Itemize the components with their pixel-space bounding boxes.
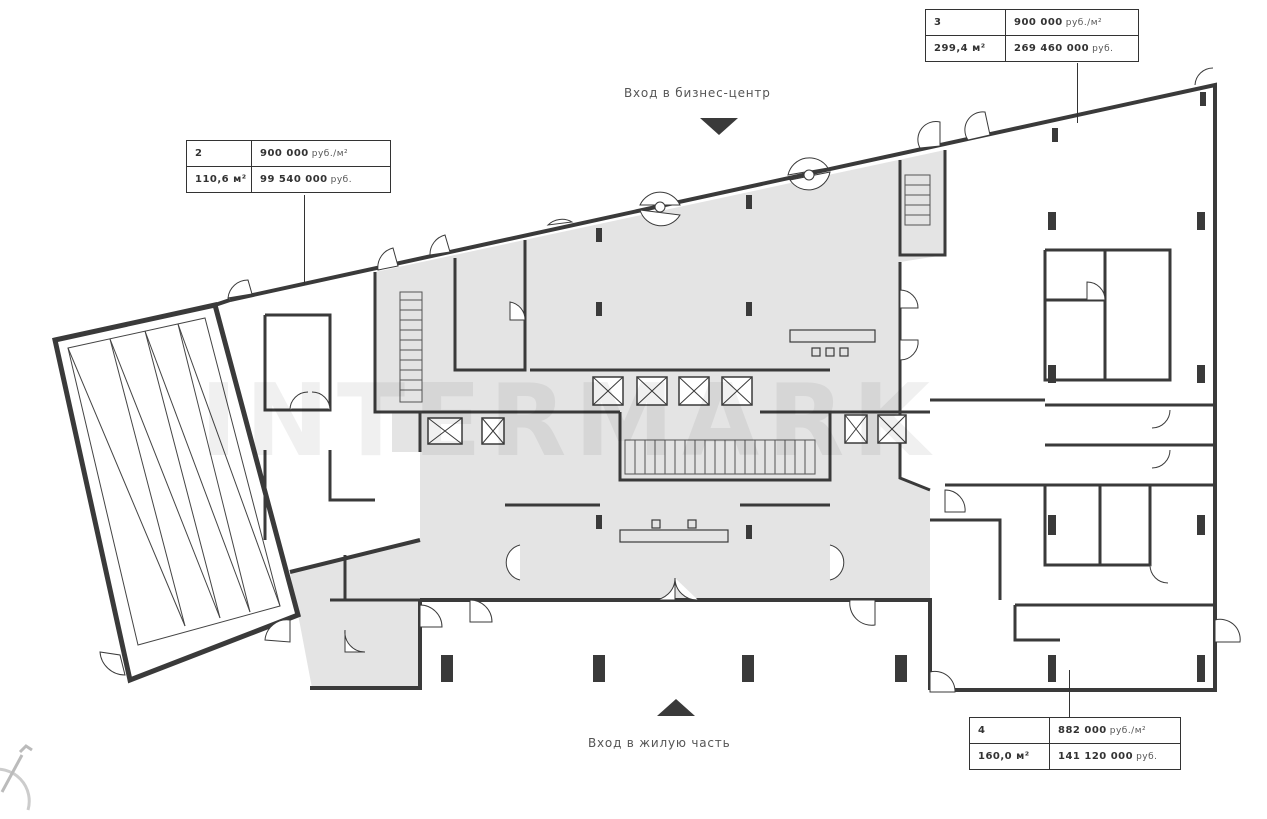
unit-number: 2 (187, 141, 252, 166)
unit-area: 110,6 м² (187, 167, 252, 192)
columns (441, 92, 1206, 682)
total-unit: руб. (1136, 752, 1158, 762)
price-per-m2: 900 000 (1014, 17, 1063, 28)
reception-desks (619, 329, 876, 543)
price-per-m2: 882 000 (1058, 725, 1107, 736)
unit-number: 3 (926, 10, 1006, 35)
price-per-m2: 900 000 (260, 148, 309, 159)
price-unit: руб./м² (1065, 18, 1103, 28)
atrium-glazing (67, 317, 281, 646)
business-center-entrance-label: Вход в бизнес-центр (624, 86, 771, 100)
entrance-arrow-up-icon (657, 699, 695, 716)
elevator-shafts (427, 376, 907, 445)
interior-walls (263, 150, 1215, 642)
unit-number: 4 (970, 718, 1050, 743)
entrance-arrow-down-icon (700, 118, 738, 135)
total-price: 141 120 000 (1058, 751, 1134, 762)
doors (99, 67, 1241, 693)
total-unit: руб. (1092, 44, 1114, 54)
stairs (399, 174, 931, 475)
residential-entrance-label: Вход в жилую часть (588, 736, 731, 750)
building-walls (52, 82, 1217, 692)
total-price: 269 460 000 (1014, 43, 1090, 54)
price-unit: руб./м² (311, 149, 349, 159)
total-price: 99 540 000 (260, 174, 328, 185)
unit-area: 160,0 м² (970, 744, 1050, 769)
price-unit: руб./м² (1109, 726, 1147, 736)
total-unit: руб. (330, 175, 353, 185)
watermark-logo: INTERMARK (200, 362, 938, 479)
unit-area: 299,4 м² (926, 36, 1006, 61)
compass-icon (0, 744, 33, 811)
